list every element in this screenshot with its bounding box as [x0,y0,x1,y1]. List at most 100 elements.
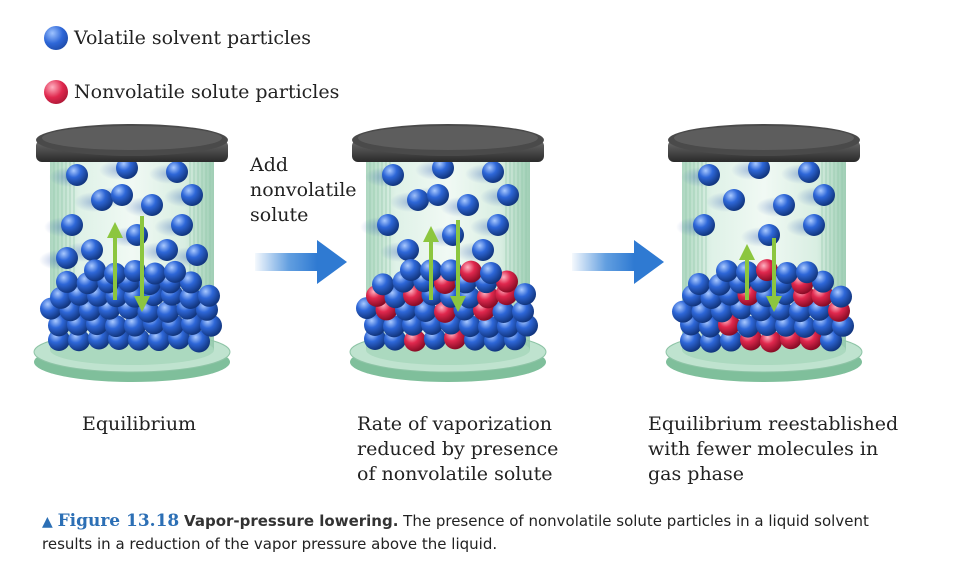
solvent-particle [84,259,106,282]
jar-lid-top [42,126,222,150]
step-label: Add nonvolatile solute [250,154,357,226]
process-arrow-2 [572,240,664,284]
solvent-particle [737,315,759,338]
solvent-particle [812,270,834,293]
condensation-arrowhead [134,296,150,312]
solvent-particle [748,157,770,179]
solvent-particle [723,189,745,211]
vaporization-arrowhead [423,226,439,242]
solvent-particle [372,273,394,296]
solvent-particle [181,184,203,206]
solvent-particle [773,194,795,216]
jar-lid-top [358,126,538,150]
solvent-particle [141,194,163,216]
solvent-particle [472,239,494,261]
triangle-icon: ▲ [42,514,53,530]
solute-particle [460,260,482,283]
solvent-particle [758,224,780,246]
process-arrow-1 [255,240,347,284]
panel-label-reestablished: Equilibrium reestablished with fewer mol… [648,413,899,485]
solvent-particle [776,261,798,284]
solvent-particle [803,214,825,236]
solvent-particle [81,239,103,261]
figure-caption-text: The presence of nonvolatile solute parti… [42,512,869,553]
vapor-pressure-diagram [33,124,863,382]
blue-sphere-icon [44,26,68,50]
solvent-particle [144,262,166,285]
solvent-particle [164,260,186,283]
solvent-particle [480,262,502,285]
solvent-particle [497,184,519,206]
solvent-particle [798,161,820,183]
solvent-particle [111,184,133,206]
solvent-particle [512,300,534,323]
solvent-particle [48,314,70,337]
solvent-particle [693,214,715,236]
solvent-particle [116,157,138,179]
solvent-particle [377,214,399,236]
solvent-particle [383,315,405,338]
solvent-particle [124,314,146,337]
solvent-particle [459,315,481,338]
solvent-particle [126,224,148,246]
solvent-particle [68,329,90,352]
panel-label-reduced-rate: Rate of vaporization reduced by presence… [357,413,559,485]
solvent-particle [382,164,404,186]
figure-number: Figure 13.18 [57,511,180,531]
jar-reduced [349,124,547,382]
solvent-particle [680,329,702,352]
legend-label-solvent: Volatile solvent particles [74,27,312,49]
legend-item-solute: Nonvolatile solute particles [44,80,339,104]
solvent-particle [56,270,78,293]
solvent-particle [180,271,202,294]
condensation-arrowhead [766,296,782,312]
solvent-particle [492,300,515,323]
solvent-particle [166,161,188,183]
solvent-particle [487,214,509,236]
solvent-particle [442,224,464,246]
solvent-particle [61,214,83,236]
process-arrow-shaft [255,253,317,271]
process-arrow-head [634,240,664,284]
red-sphere-icon [44,80,68,104]
solvent-particle [457,194,479,216]
figure-title: Vapor-pressure lowering. [184,512,399,530]
solvent-particle [364,313,386,336]
solvent-particle [171,214,193,236]
solvent-particle [186,244,208,266]
solvent-particle [198,284,220,307]
jar-reestablished [665,124,863,382]
solvent-particle [66,164,88,186]
condensation-arrowhead [450,296,466,312]
solvent-particle [427,184,449,206]
figure-caption: ▲ Figure 13.18 Vapor-pressure lowering. … [42,510,922,555]
solvent-particle [56,247,78,269]
solvent-particle [716,260,738,283]
solvent-particle [400,259,422,282]
solvent-particle [157,300,179,323]
legend-item-solvent: Volatile solvent particles [44,26,311,50]
solvent-particle [179,286,202,309]
solvent-particle [830,285,852,308]
solvent-particle [432,157,454,179]
vaporization-arrowhead [739,244,755,260]
process-arrow-shaft [572,253,634,271]
solvent-particle [813,184,835,206]
jar-lid-top [674,126,854,150]
solvent-particle [482,161,504,183]
solvent-particle [514,283,536,306]
solvent-particle [672,300,694,323]
solvent-particle [188,330,210,353]
vaporization-arrowhead [107,222,123,238]
solute-particle [760,330,782,353]
legend-label-solute: Nonvolatile solute particles [74,81,340,103]
solvent-particle [105,315,127,338]
jar-equilibrium [33,124,231,382]
solvent-particle [148,329,170,352]
solvent-particle [698,164,720,186]
solvent-particle [688,272,710,295]
solvent-particle [796,261,818,284]
panel-label-equilibrium: Equilibrium [82,413,197,435]
solvent-particle [397,239,419,261]
process-arrow-head [317,240,347,284]
